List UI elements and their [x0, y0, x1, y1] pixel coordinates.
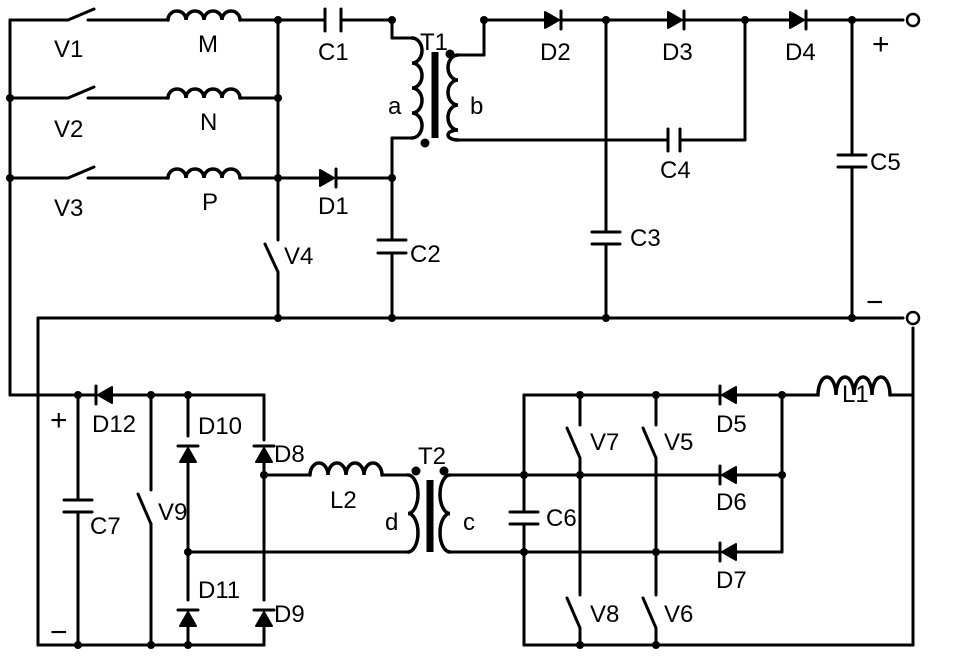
label-d5: D5 [716, 411, 747, 438]
label-v2: V2 [54, 116, 83, 143]
terminal-positive [907, 14, 919, 26]
label-t2: T2 [418, 443, 446, 470]
label-c: c [463, 509, 475, 536]
label-d7: D7 [716, 567, 747, 594]
capacitor-c2 [378, 240, 406, 253]
diode-d10 [178, 446, 198, 462]
label-v3: V3 [54, 195, 83, 222]
diode-d9 [254, 610, 274, 626]
diode-d1 [320, 169, 336, 187]
switch-v4 [265, 244, 278, 272]
diode-d7 [720, 543, 736, 561]
label-n: N [200, 109, 217, 136]
switch-v9 [138, 494, 151, 524]
label-minus-left: − [50, 616, 68, 649]
label-c1: C1 [318, 39, 349, 66]
label-d4: D4 [785, 39, 816, 66]
switch-v3 [68, 167, 94, 178]
diode-d11 [178, 610, 198, 626]
label-d3: D3 [662, 39, 693, 66]
label-c7: C7 [90, 513, 121, 540]
label-plus-left: + [50, 404, 68, 437]
label-v4: V4 [284, 243, 313, 270]
diode-d3 [668, 11, 684, 29]
transformer-t2 [408, 467, 450, 553]
switch-v8 [567, 598, 580, 628]
switch-v1 [68, 9, 94, 20]
label-c6: C6 [546, 505, 577, 532]
diode-d8 [254, 446, 274, 462]
label-l2: L2 [330, 487, 357, 514]
label-v1: V1 [54, 36, 83, 63]
inductor-p [168, 169, 240, 178]
diode-d6 [720, 466, 736, 484]
label-c5: C5 [870, 149, 901, 176]
label-v6: V6 [664, 601, 693, 628]
label-v7: V7 [590, 429, 619, 456]
label-plus-top: + [872, 28, 890, 61]
capacitor-c6 [510, 512, 538, 524]
capacitor-c5 [838, 155, 866, 167]
label-t1: T1 [420, 29, 448, 56]
label-v8: V8 [590, 601, 619, 628]
diode-d12 [96, 386, 112, 404]
capacitor-c4 [668, 129, 680, 151]
switch-v7 [567, 428, 580, 458]
diode-d4 [790, 11, 806, 29]
label-m: M [198, 31, 218, 58]
switch-v6 [643, 598, 656, 628]
inductor-l2 [310, 463, 382, 475]
label-d9: D9 [274, 601, 305, 628]
inductor-n [168, 89, 240, 98]
label-v9: V9 [158, 499, 187, 526]
label-d: d [385, 509, 398, 536]
label-d8: D8 [274, 441, 305, 468]
label-d10: D10 [198, 413, 242, 440]
label-p: P [202, 189, 218, 216]
label-d6: D6 [716, 489, 747, 516]
label-c2: C2 [410, 241, 441, 268]
label-c3: C3 [630, 225, 661, 252]
label-d2: D2 [540, 39, 571, 66]
capacitor-c7 [64, 500, 92, 512]
switch-v5 [643, 428, 656, 458]
switch-v2 [68, 87, 94, 98]
label-b: b [470, 93, 483, 120]
label-l1: L1 [842, 381, 869, 408]
inductor-m [168, 11, 240, 20]
component-labels: V1 V2 V3 M N P C1 T1 a b D1 V4 C2 D2 D3 … [50, 28, 901, 649]
capacitor-c3 [592, 232, 620, 244]
terminal-negative [907, 312, 919, 324]
label-c4: C4 [660, 157, 691, 184]
label-minus-top: − [866, 286, 884, 319]
label-d11: D11 [198, 577, 240, 604]
diode-d5 [720, 386, 736, 404]
label-a: a [388, 93, 402, 120]
diode-d2 [545, 11, 561, 29]
label-d12: D12 [92, 411, 136, 438]
label-v5: V5 [664, 429, 693, 456]
capacitor-c1 [325, 9, 341, 31]
label-d1: D1 [318, 193, 349, 220]
